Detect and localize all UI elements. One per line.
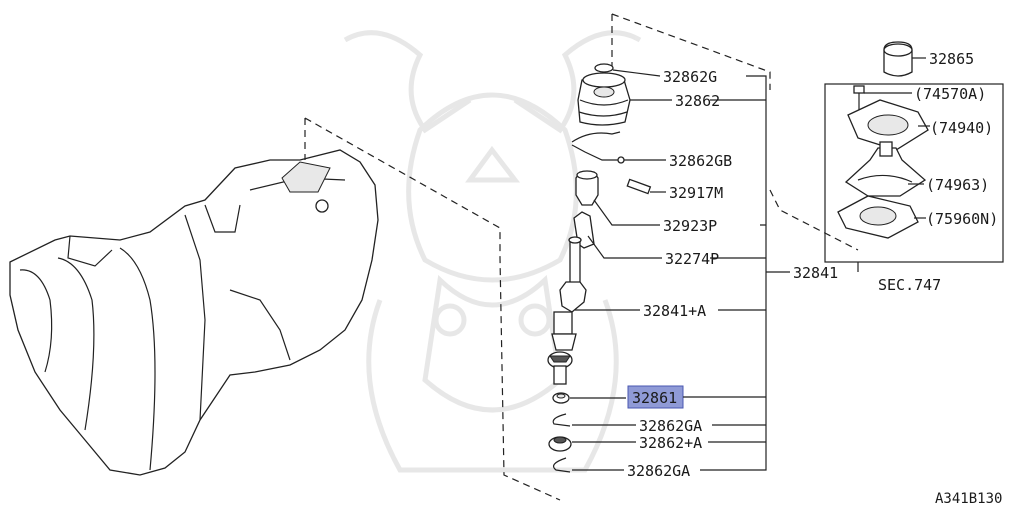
watermark-emblem — [343, 30, 642, 473]
label-32862gb[interactable]: 32862GB — [669, 152, 732, 170]
transmission-housing — [9, 149, 379, 476]
label-32862ga-1[interactable]: 32862GA — [639, 417, 702, 435]
label-32274p[interactable]: 32274P — [665, 250, 719, 268]
leader-32274p — [587, 235, 662, 259]
leader-32862g — [612, 69, 661, 77]
label-32862a[interactable]: 32862+A — [639, 434, 702, 452]
label-74940[interactable]: (74940) — [930, 119, 993, 137]
assembly-box — [824, 83, 1004, 263]
ball-seat — [548, 436, 572, 452]
snap-ring — [594, 63, 614, 73]
label-32862g[interactable]: 32862G — [663, 68, 717, 86]
leader-32923p — [593, 199, 660, 226]
shift-knob — [883, 41, 913, 77]
label-32841[interactable]: 32841 — [793, 264, 838, 282]
boot-part — [844, 141, 927, 197]
shift-lever — [547, 236, 587, 385]
plate-part — [847, 99, 929, 151]
label-32862ga-2[interactable]: 32862GA — [627, 462, 690, 480]
diagram-code: A341B130 — [935, 491, 1002, 507]
gasket-part — [837, 195, 919, 239]
bolt-part — [853, 85, 865, 110]
label-32917m[interactable]: 32917M — [669, 184, 723, 202]
label-75960n[interactable]: (75960N) — [926, 210, 998, 228]
label-32865[interactable]: 32865 — [929, 50, 974, 68]
shifter-boot — [577, 72, 631, 126]
label-74963[interactable]: (74963) — [926, 176, 989, 194]
lever-bushing — [575, 170, 599, 206]
label-74570a[interactable]: (74570A) — [914, 85, 986, 103]
roll-pin — [626, 178, 652, 195]
clip-lower — [553, 457, 571, 473]
clip-upper — [552, 413, 571, 427]
label-32841a[interactable]: 32841+A — [643, 302, 706, 320]
label-32861[interactable]: 32861 — [632, 389, 677, 407]
assembly-bracket — [700, 75, 790, 471]
label-32862[interactable]: 32862 — [675, 92, 720, 110]
label-sec747[interactable]: SEC.747 — [878, 276, 941, 294]
pivot-bushing — [552, 392, 570, 404]
leader-dashed-top — [611, 13, 859, 251]
leader-dashed-left — [304, 117, 561, 501]
label-32923p[interactable]: 32923P — [663, 217, 717, 235]
boot-band — [571, 131, 625, 164]
